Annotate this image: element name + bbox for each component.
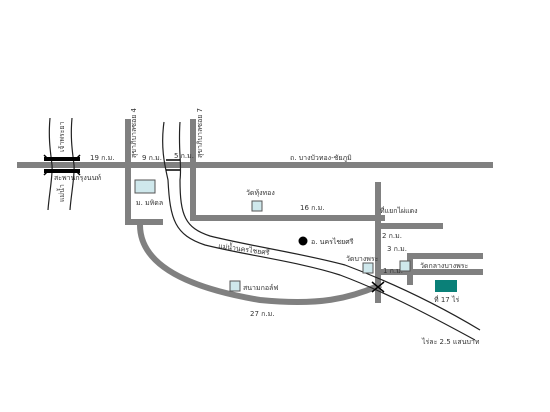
label-saphan: สะพานกรุงนนท์	[54, 174, 101, 182]
label-site: ที่ 17 ไร่	[434, 295, 459, 304]
labels: เจ้าพระยา แม่น้ำ สะพานกรุงนนท์ 19 ก.ม. ส…	[54, 107, 480, 346]
bridges	[43, 154, 385, 293]
chao-phraya-right-bank	[69, 117, 75, 211]
bridge-krung-nonthaburi-ends	[43, 154, 81, 176]
label-sanam: สนามกอล์ฟ	[243, 284, 278, 292]
label-km-1: 1 ก.ม.	[383, 267, 403, 275]
road-27km	[136, 221, 382, 306]
label-km-3: 3 ก.ม.	[387, 245, 407, 253]
site-17-rai	[435, 280, 457, 292]
wat-thong-building	[251, 200, 263, 212]
bridge-soi-7	[166, 159, 180, 171]
label-wat-thong: วัดทุ้งทอง	[246, 189, 275, 197]
mahidol-building	[134, 179, 156, 194]
mahidol-road	[125, 119, 163, 225]
label-river-name: แม่น้ำนครไชยศรี	[218, 239, 271, 257]
label-soi-4: สุขาภิบาลซอย 4	[130, 107, 138, 158]
ampho-marker	[298, 236, 308, 246]
label-main-road: ถ. บางบัวทอง-ชัยภูมิ	[290, 154, 352, 162]
label-km-5: 5 ก.ม.	[174, 152, 194, 160]
golf-course-building	[229, 280, 241, 292]
label-km-27: 27 ก.ม.	[250, 310, 274, 318]
wat-bang-building	[362, 262, 374, 274]
label-market: ที่แยกไผ่แดง	[380, 206, 418, 215]
label-km-16: 16 ก.ม.	[300, 204, 324, 212]
rivers	[47, 117, 481, 341]
label-km-9: 9 ก.ม.	[142, 154, 162, 162]
label-wat-bang: วัดบางพระ	[346, 255, 379, 263]
nakhon-chaisri-river-bank-a	[162, 121, 476, 341]
bridge-wat-bang	[371, 281, 385, 293]
label-mae-nam: แม่น้ำ	[55, 184, 66, 202]
label-soi-7: สุขาภิบาลซอย 7	[196, 108, 204, 158]
label-km-2: 2 ก.ม.	[382, 232, 402, 240]
label-mahidol: ม. มหิดล	[136, 199, 163, 207]
landmarks	[134, 179, 457, 292]
label-chao-phraya: เจ้าพระยา	[58, 121, 66, 152]
nakhon-chaisri-river-bank-b	[178, 121, 481, 331]
roads	[17, 119, 493, 306]
chao-phraya-left-bank	[47, 117, 53, 211]
wat-klang-building	[399, 260, 411, 272]
label-km-19: 19 ก.ม.	[90, 154, 114, 162]
label-wat-klang: วัดกลางบางพระ	[420, 262, 469, 270]
bridge-krung-nonthaburi	[44, 157, 80, 173]
label-ampho: อ. นครไชยศรี	[311, 237, 354, 246]
label-price: ไร่ละ 2.5 แสนบาท	[421, 337, 480, 346]
